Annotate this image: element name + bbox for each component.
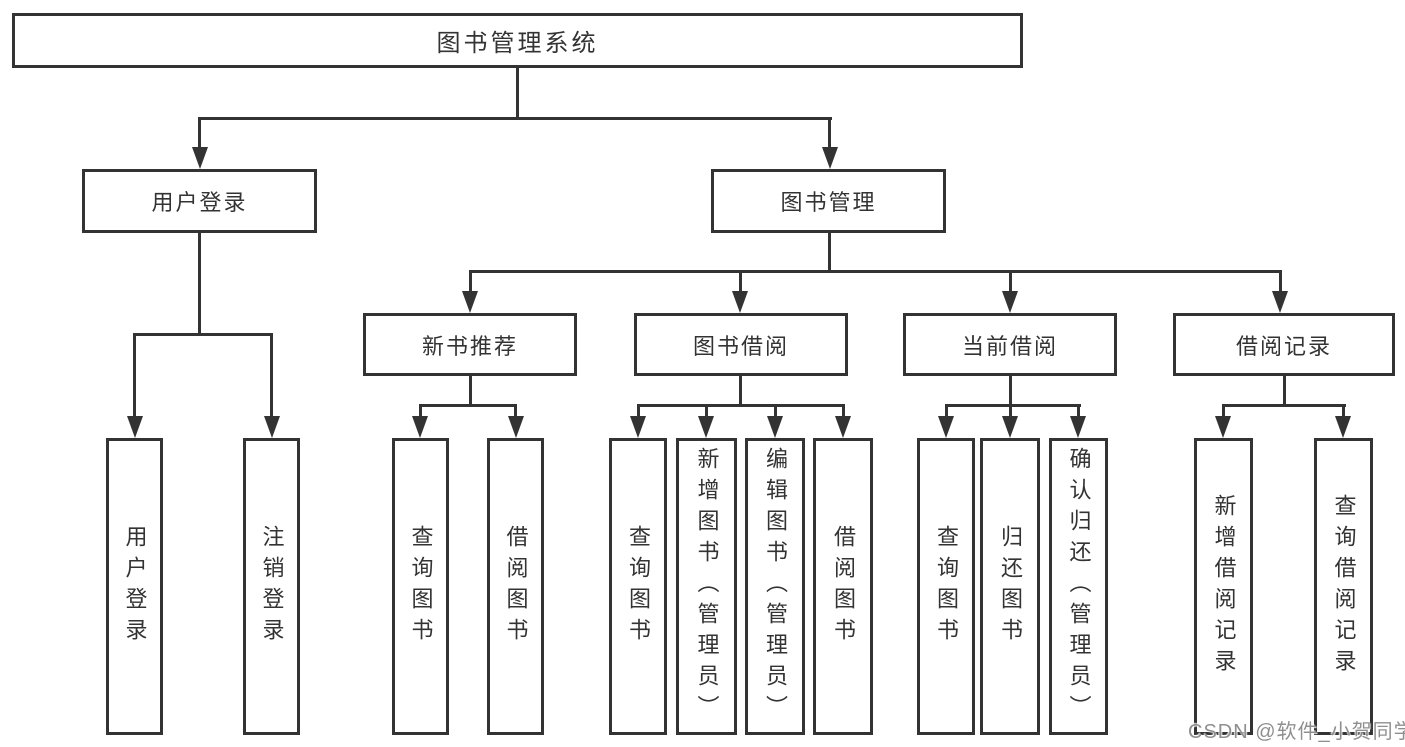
arrow-down-icon — [127, 416, 143, 438]
node-label: 新增借阅记录 — [1211, 493, 1237, 680]
connector-line — [469, 270, 472, 293]
node-book-management: 图书管理 — [711, 169, 946, 233]
connector-line — [828, 117, 831, 149]
node-label: 编辑图书（管理员） — [763, 447, 788, 726]
watermark-text: CSDN @软件_小贺同学 — [1188, 721, 1405, 743]
arrow-down-icon — [767, 416, 783, 438]
connector-line — [637, 404, 845, 407]
leaf-query-books-current: 查询图书 — [917, 438, 975, 735]
leaf-confirm-return-admin: 确认归还（管理员） — [1049, 438, 1108, 735]
leaf-query-books-recommend: 查询图书 — [392, 438, 449, 735]
node-label: 确认归还（管理员） — [1066, 447, 1092, 726]
leaf-edit-book-admin: 编辑图书（管理员） — [745, 438, 805, 735]
node-label: 查询借阅记录 — [1331, 493, 1357, 680]
connector-line — [774, 404, 777, 418]
leaf-borrow-books: 借阅图书 — [813, 438, 873, 735]
arrow-down-icon — [698, 416, 714, 438]
node-user-login: 用户登录 — [82, 169, 317, 233]
arrow-down-icon — [1335, 416, 1351, 438]
arrow-down-icon — [822, 147, 838, 169]
leaf-return-book: 归还图书 — [980, 438, 1040, 735]
leaf-add-book-admin: 新增图书（管理员） — [676, 438, 737, 735]
connector-line — [828, 233, 831, 273]
node-label: 查询图书 — [408, 524, 434, 649]
node-book-borrow: 图书借阅 — [634, 313, 848, 376]
leaf-query-books-borrow: 查询图书 — [609, 438, 667, 735]
arrow-down-icon — [462, 291, 478, 313]
node-label: 注销登录 — [259, 524, 285, 649]
connector-line — [198, 117, 832, 120]
connector-line — [1342, 404, 1345, 418]
connector-line — [514, 404, 517, 418]
arrow-down-icon — [732, 291, 748, 313]
leaf-add-borrow-record: 新增借阅记录 — [1194, 438, 1253, 735]
connector-line — [270, 333, 273, 418]
arrow-down-icon — [1002, 416, 1018, 438]
node-borrow-records: 借阅记录 — [1173, 313, 1395, 376]
connector-line — [133, 333, 136, 418]
arrow-down-icon — [835, 416, 851, 438]
arrow-down-icon — [1215, 416, 1231, 438]
node-current-borrow: 当前借阅 — [903, 313, 1117, 376]
node-label: 新增图书（管理员） — [694, 447, 720, 726]
connector-line — [1009, 376, 1012, 407]
arrow-down-icon — [1070, 416, 1086, 438]
connector-line — [198, 233, 201, 336]
connector-line — [419, 404, 422, 418]
connector-line — [945, 404, 1081, 407]
arrow-down-icon — [264, 416, 280, 438]
connector-line — [1279, 270, 1282, 293]
arrow-down-icon — [192, 147, 208, 169]
connector-line — [198, 117, 201, 149]
node-label: 用户登录 — [122, 524, 148, 649]
node-system-root: 图书管理系统 — [12, 13, 1023, 68]
leaf-borrow-books-recommend: 借阅图书 — [487, 438, 544, 735]
connector-line — [637, 404, 640, 418]
connector-line — [1009, 270, 1012, 293]
node-label: 归还图书 — [998, 524, 1023, 649]
node-label: 借阅图书 — [503, 524, 529, 649]
node-label: 查询图书 — [626, 524, 651, 649]
connector-line — [516, 68, 519, 120]
arrow-down-icon — [412, 416, 428, 438]
connector-line — [469, 270, 1282, 273]
arrow-down-icon — [1272, 291, 1288, 313]
node-label: 借阅记录 — [1235, 333, 1332, 359]
node-label: 借阅图书 — [831, 524, 856, 649]
connector-line — [419, 404, 517, 407]
connector-line — [739, 376, 742, 407]
connector-line — [469, 376, 472, 407]
arrow-down-icon — [938, 416, 954, 438]
node-new-book-recommend: 新书推荐 — [363, 313, 577, 376]
arrow-down-icon — [1002, 291, 1018, 313]
node-label: 图书管理系统 — [436, 30, 599, 57]
connector-line — [945, 404, 948, 418]
node-label: 用户登录 — [151, 190, 248, 215]
connector-line — [1222, 404, 1225, 418]
node-label: 查询图书 — [934, 524, 959, 649]
leaf-query-borrow-record: 查询借阅记录 — [1314, 438, 1373, 735]
connector-line — [133, 333, 273, 336]
connector-line — [1009, 404, 1012, 418]
connector-line — [1283, 376, 1286, 407]
connector-line — [1222, 404, 1346, 407]
connector-line — [1077, 404, 1080, 418]
node-label: 当前借阅 — [961, 333, 1058, 359]
node-label: 图书管理 — [780, 190, 877, 215]
arrow-down-icon — [630, 416, 646, 438]
connector-line — [705, 404, 708, 418]
node-label: 新书推荐 — [421, 333, 518, 359]
node-label: 图书借阅 — [692, 333, 789, 359]
connector-line — [739, 270, 742, 293]
connector-line — [842, 404, 845, 418]
arrow-down-icon — [508, 416, 524, 438]
leaf-user-login: 用户登录 — [106, 438, 163, 735]
leaf-logout: 注销登录 — [243, 438, 300, 735]
